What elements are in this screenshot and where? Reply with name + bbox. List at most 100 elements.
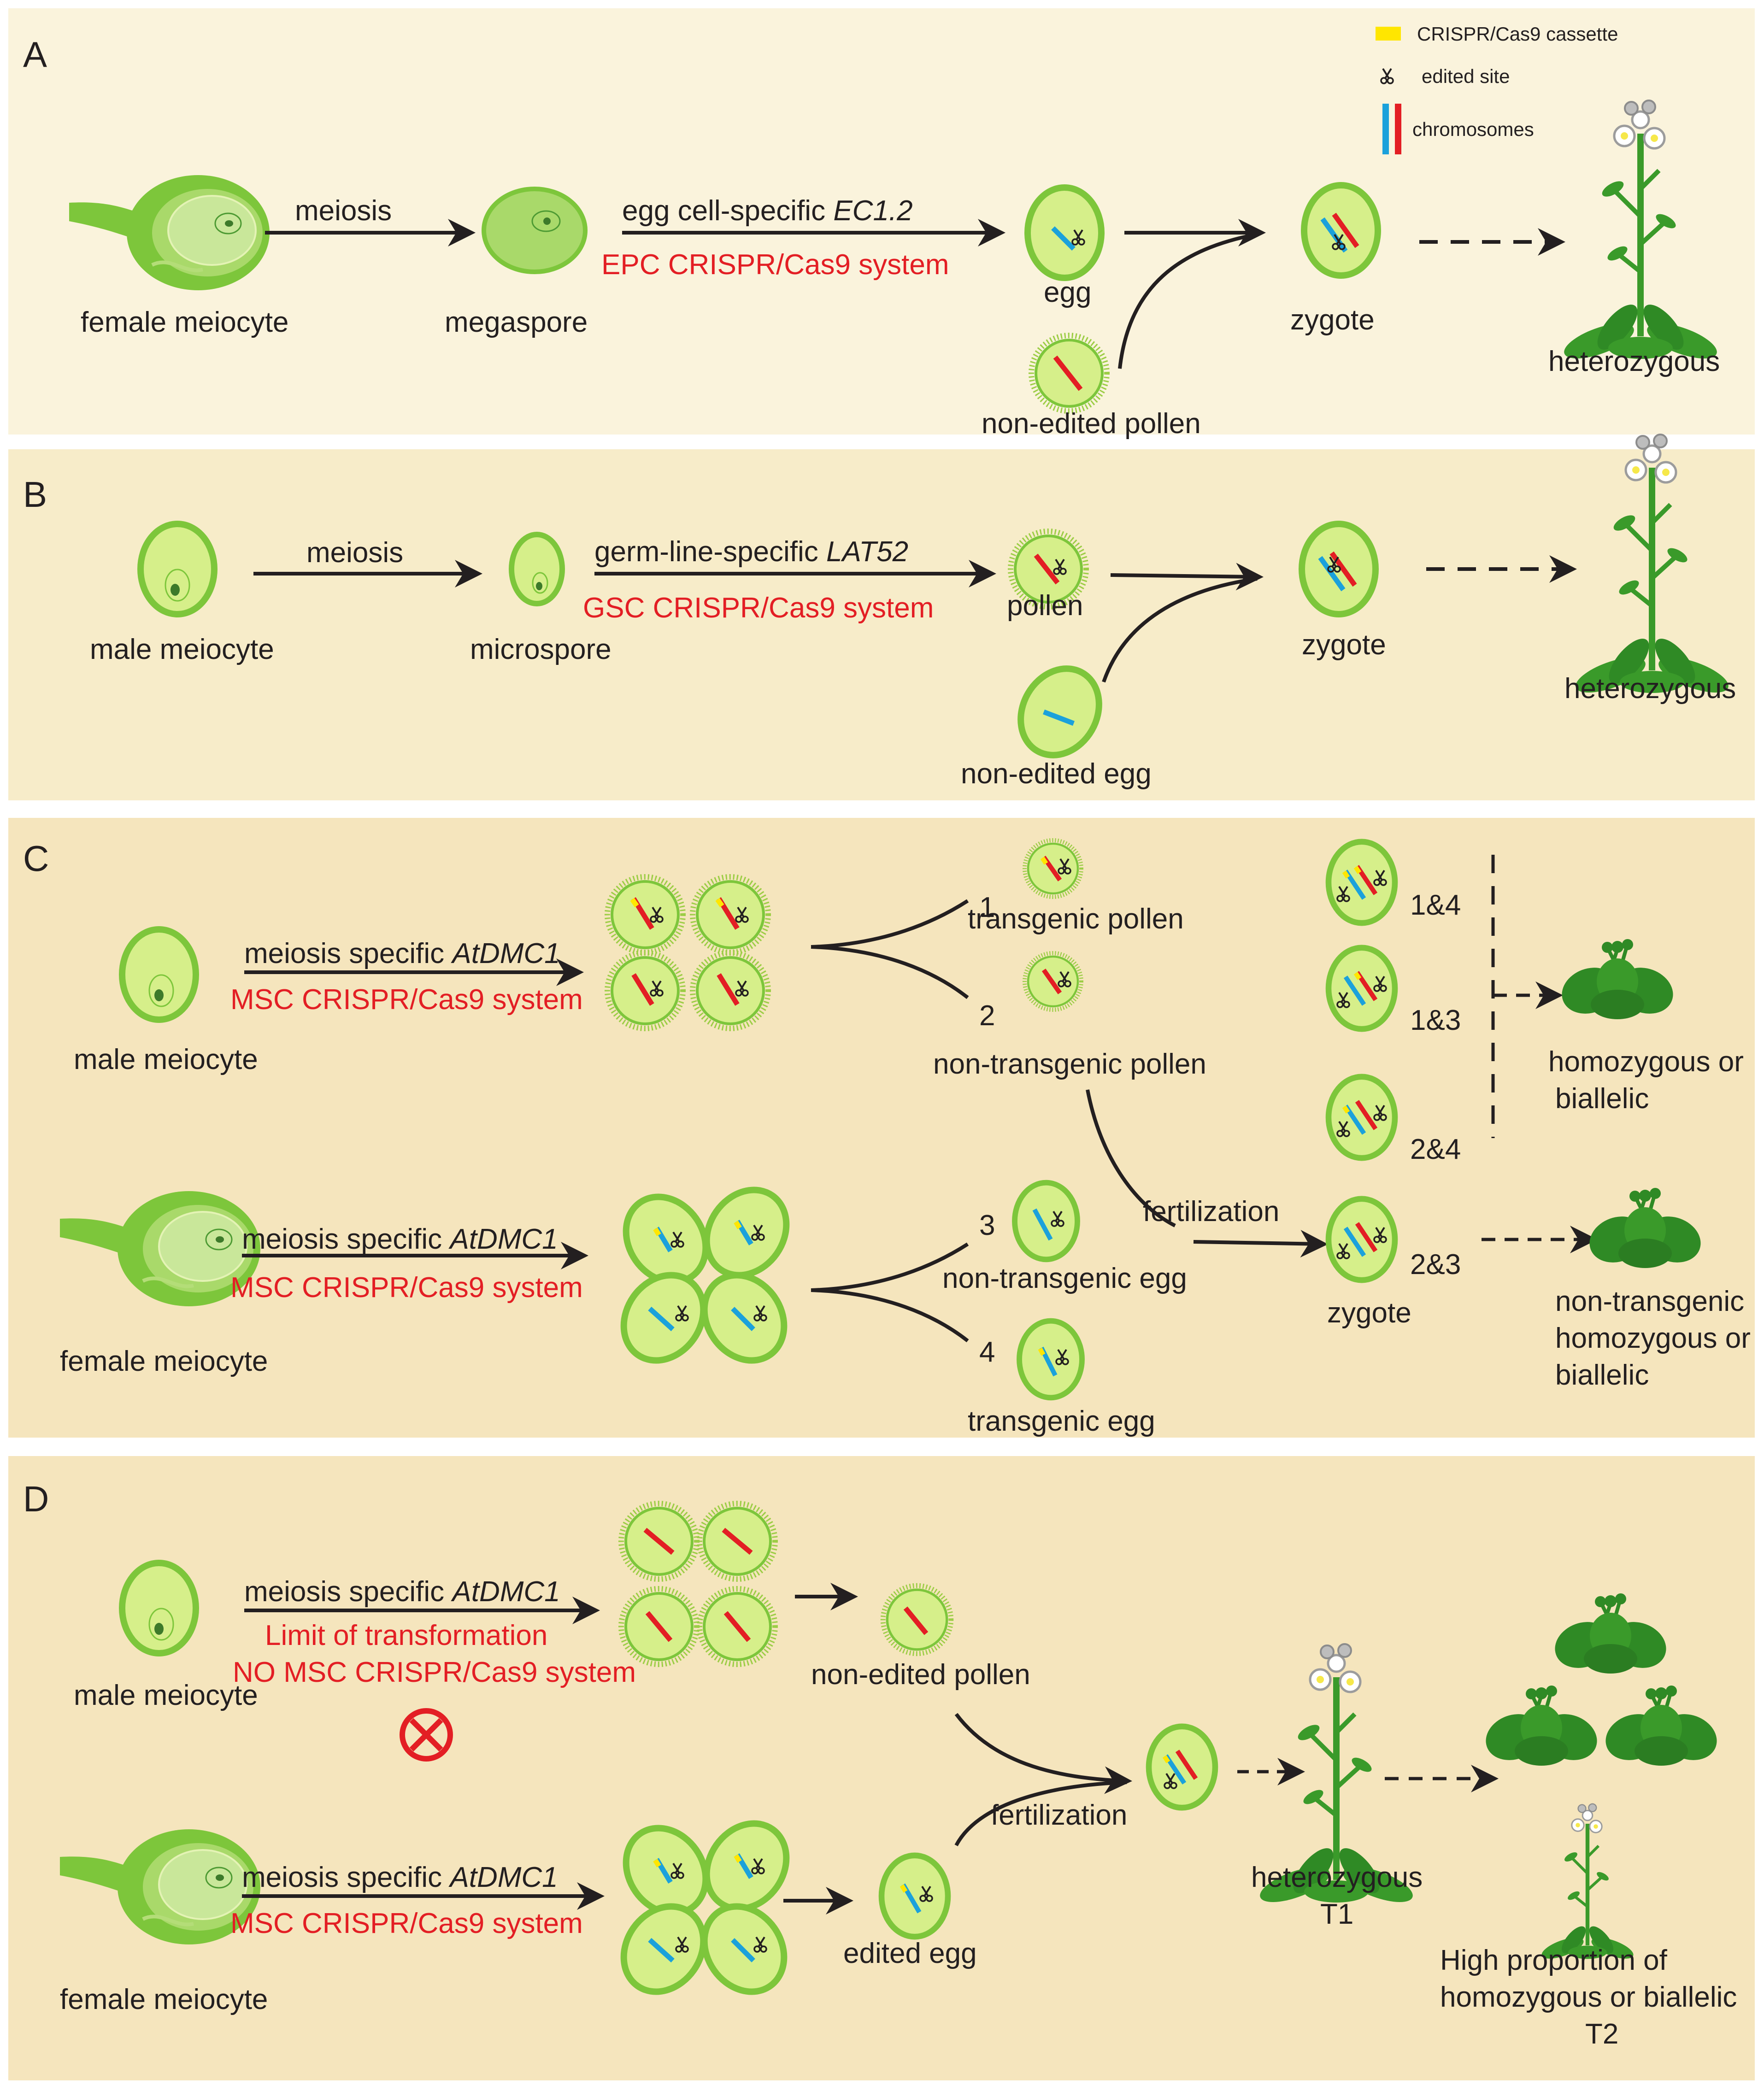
d-female-system-label: MSC CRISPR/Cas9 system — [230, 1908, 583, 1939]
b-pollen-cell — [1011, 531, 1086, 607]
d-t2-line2: homozygous or biallelic — [1440, 1981, 1737, 2013]
c-outcome2-line2: homozygous or — [1555, 1322, 1751, 1354]
d-female-promoter-label: meiosis specific AtDMC1 — [242, 1862, 558, 1893]
b-microspore-cell — [509, 532, 565, 606]
c-transgenic-egg-label: transgenic egg — [968, 1405, 1155, 1437]
c-zygote-24 — [1329, 1077, 1395, 1158]
panel-b-letter: B — [23, 474, 47, 515]
panel-b-background — [8, 449, 1755, 800]
a-zygote-cell — [1304, 185, 1378, 276]
a-zygote-label: zygote — [1290, 304, 1375, 336]
c-num-4: 4 — [979, 1336, 995, 1368]
d-limit-line2: NO MSC CRISPR/Cas9 system — [233, 1656, 636, 1688]
c-branch-egg-4 — [811, 1288, 969, 1343]
legend-chrom-red — [1395, 104, 1401, 154]
panel-c-background — [8, 818, 1755, 1438]
panel-a-background — [8, 8, 1755, 435]
c-branch-pollen-2 — [811, 945, 969, 999]
b-system-label: GSC CRISPR/Cas9 system — [583, 592, 934, 624]
c-male-meiocyte-cell — [122, 929, 196, 1020]
c-fertilization-label: fertilization — [1143, 1196, 1279, 1228]
c-male-system-label: MSC CRISPR/Cas9 system — [230, 984, 583, 1016]
c-female-meiocyte-label: female meiocyte — [60, 1345, 268, 1377]
b-heterozygous-label: heterozygous — [1564, 673, 1736, 705]
c-arrow-pollen-fertilization — [1086, 1089, 1176, 1228]
b-non-edited-egg-label: non-edited egg — [961, 758, 1152, 790]
d-male-meiocyte-label: male meiocyte — [74, 1680, 258, 1711]
d-edited-egg-cell — [882, 1856, 948, 1937]
c-zygote-23 — [1329, 1199, 1395, 1280]
legend-edited-site-label: edited site — [1422, 65, 1510, 87]
c-num-2: 2 — [979, 1000, 995, 1032]
c-combo-14: 1&4 — [1410, 889, 1461, 921]
d-egg-tetrad — [607, 1808, 802, 2007]
megaspore-cell — [482, 187, 588, 274]
c-outcome2-line3: biallelic — [1555, 1359, 1649, 1391]
c-transgenic-egg-cell — [1019, 1321, 1082, 1398]
legend-cassette-label: CRISPR/Cas9 cassette — [1417, 23, 1618, 45]
d-forbidden-icon — [400, 1708, 453, 1762]
c-female-system-label: MSC CRISPR/Cas9 system — [230, 1272, 583, 1304]
c-non-transgenic-pollen-cell — [1025, 953, 1082, 1010]
legend-cassette-swatch — [1376, 27, 1401, 41]
a-female-meiocyte-label: female meiocyte — [81, 306, 288, 338]
a-arrow-pollen-zygote — [1118, 232, 1258, 369]
b-promoter-label: germ-line-specific LAT52 — [594, 536, 908, 568]
a-meiosis-label: meiosis — [295, 195, 392, 227]
c-branch-pollen-1 — [811, 899, 969, 949]
panel-c-letter: C — [23, 838, 49, 879]
d-female-meiocyte-label: female meiocyte — [60, 1984, 268, 2015]
c-transgenic-pollen-cell — [1025, 840, 1082, 897]
b-male-meiocyte-cell — [141, 524, 214, 614]
c-arrow-fertilization — [1193, 1230, 1328, 1258]
b-male-meiocyte-label: male meiocyte — [90, 634, 274, 665]
c-num-1: 1 — [979, 892, 995, 923]
a-megaspore-label: megaspore — [445, 306, 588, 338]
c-zygote-13 — [1329, 948, 1395, 1029]
c-num-3: 3 — [979, 1210, 995, 1241]
b-zygote-cell — [1302, 524, 1376, 614]
c-egg-tetrad — [607, 1175, 802, 1376]
c-female-promoter-label: meiosis specific AtDMC1 — [242, 1223, 558, 1255]
c-zygote-14 — [1329, 842, 1395, 923]
a-heterozygous-label: heterozygous — [1548, 346, 1720, 377]
d-t2-line3: T2 — [1585, 2018, 1618, 2050]
legend-chrom-blue — [1382, 104, 1389, 154]
b-meiosis-label: meiosis — [306, 537, 403, 569]
d-male-meiocyte-cell — [122, 1563, 196, 1653]
d-t2-line1: High proportion of — [1440, 1944, 1668, 1976]
d-edited-egg-label: edited egg — [843, 1938, 977, 1969]
c-combo-24: 2&4 — [1410, 1134, 1461, 1165]
d-zygote-cell — [1149, 1727, 1215, 1808]
legend-chromosomes-label: chromosomes — [1412, 118, 1534, 140]
b-pollen-label: pollen — [1007, 590, 1083, 622]
c-male-meiocyte-label: male meiocyte — [74, 1044, 258, 1075]
b-microspore-label: microspore — [470, 634, 612, 665]
d-arrow-egg-fertilization — [954, 1780, 1127, 1846]
panel-d-letter: D — [23, 1479, 49, 1519]
c-non-transgenic-pollen-label: non-transgenic pollen — [933, 1048, 1206, 1080]
c-outcome2-line1: non-transgenic — [1555, 1286, 1744, 1317]
a-egg-label: egg — [1044, 276, 1091, 308]
c-outcome1-line1: homozygous or — [1548, 1046, 1744, 1078]
b-arrow-egg-zygote — [1102, 577, 1258, 683]
b-zygote-label: zygote — [1302, 629, 1386, 661]
c-combo-23: 2&3 — [1410, 1249, 1461, 1280]
c-non-transgenic-egg-cell — [1015, 1183, 1077, 1260]
d-fertilization-label: fertilization — [991, 1799, 1127, 1831]
c-zygote-label: zygote — [1327, 1297, 1411, 1329]
c-branch-egg-3 — [811, 1242, 969, 1292]
b-non-edited-egg-cell — [1005, 654, 1115, 769]
d-arrow-pollen-fertilization — [954, 1713, 1132, 1794]
panel-d-background — [8, 1456, 1755, 2080]
d-pollen-tetrad — [621, 1504, 775, 1664]
c-transgenic-pollen-label: transgenic pollen — [968, 903, 1184, 935]
a-egg-cell — [1028, 188, 1101, 278]
a-promoter-label: egg cell-specific EC1.2 — [622, 195, 913, 227]
d-non-edited-pollen-cell — [883, 1586, 951, 1654]
c-male-promoter-label: meiosis specific AtDMC1 — [244, 938, 560, 969]
a-non-edited-pollen-label: non-edited pollen — [982, 408, 1201, 440]
d-t1-line2: T1 — [1320, 1898, 1353, 1930]
